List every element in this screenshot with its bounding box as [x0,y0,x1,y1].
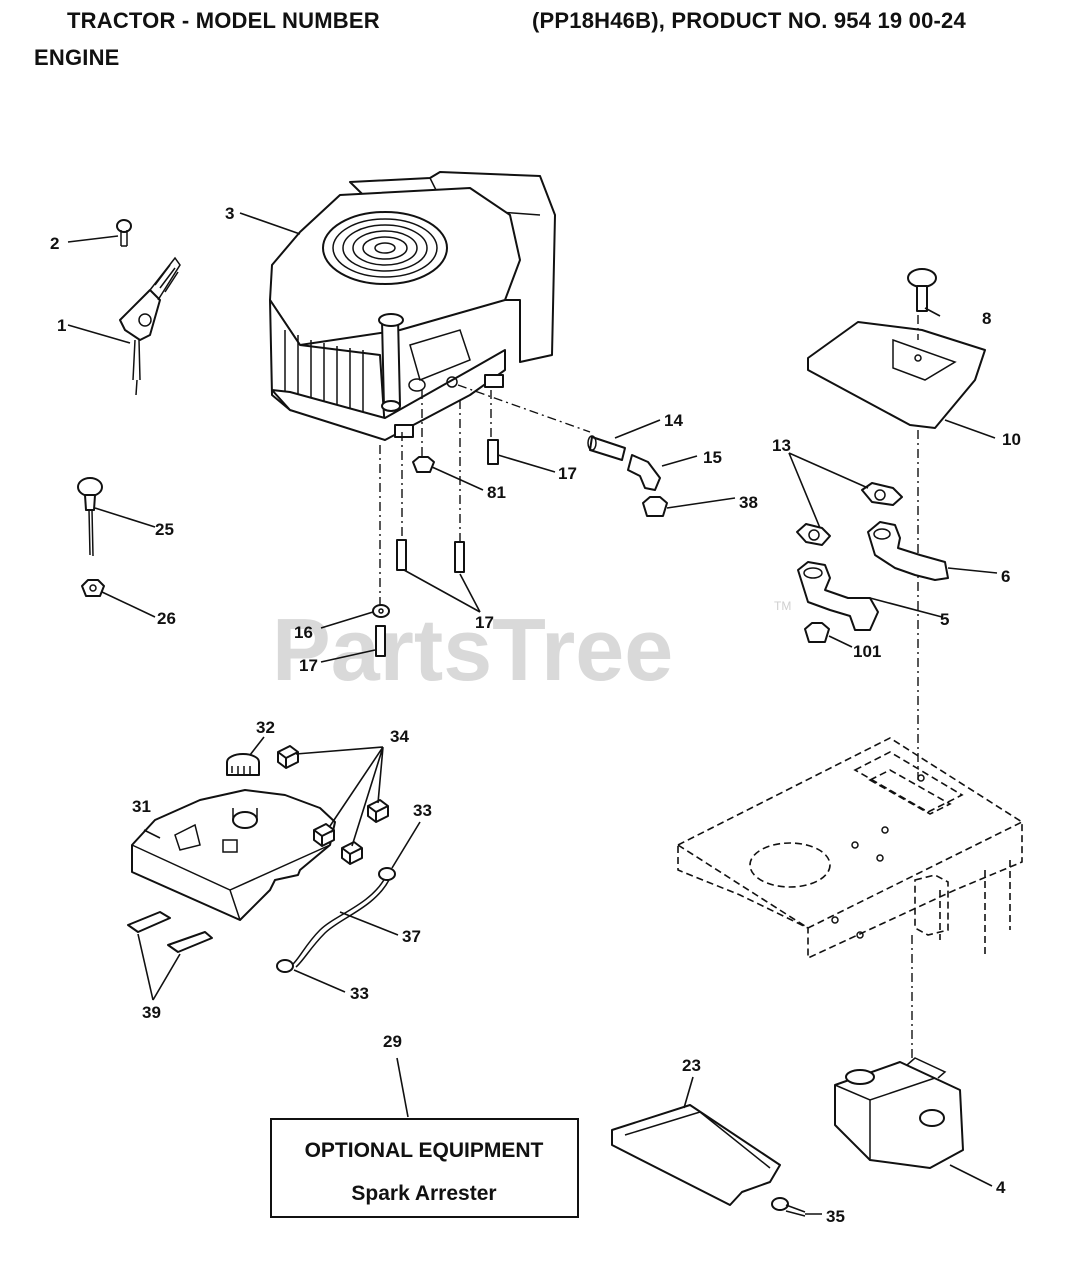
air-cleaner-cover-part-31[interactable] [131,789,336,921]
callout-23: 23 [682,1056,701,1075]
elbow-part-15[interactable] [627,454,661,491]
callout-2: 2 [50,234,59,253]
callout-33-b: 33 [350,984,369,1003]
diagram-title: TRACTOR - MODEL NUMBER [67,8,380,33]
callout-16: 16 [294,623,313,642]
callout-17-c: 17 [299,656,318,675]
callout-39: 39 [142,1003,161,1022]
dipstick-part-25[interactable] [77,477,103,557]
screw-part-35[interactable] [771,1197,806,1217]
product-number: (PP18H46B), PRODUCT NO. 954 19 00-24 [532,8,966,33]
tractor-frame [677,737,1023,960]
callout-81: 81 [487,483,506,502]
engine-part-3[interactable] [269,171,556,441]
callout-17-b: 17 [475,613,494,632]
screw-part-2[interactable] [116,219,132,247]
clamp-part-33[interactable] [276,867,396,973]
callout-3: 3 [225,204,234,223]
callout-5: 5 [940,610,949,629]
knob-part-32[interactable] [226,753,260,776]
callout-101: 101 [853,642,881,661]
bolt-part-17[interactable] [375,439,499,657]
nut-part-81[interactable] [412,456,435,473]
callout-29: 29 [383,1032,402,1051]
exhaust-pipe-part-6[interactable] [867,521,949,581]
bolt-part-8[interactable] [907,268,937,312]
hose-part-37[interactable] [291,877,390,968]
callout-33-a: 33 [413,801,432,820]
callout-15: 15 [703,448,722,467]
optional-equipment-subtitle: Spark Arrester [351,1182,496,1205]
exhaust-pipe-part-5[interactable] [797,561,879,631]
callout-25: 25 [155,520,174,539]
nut-part-101[interactable] [804,622,830,643]
callout-6: 6 [1001,567,1010,586]
callout-31: 31 [132,797,151,816]
callout-13: 13 [772,436,791,455]
section-title: ENGINE [34,45,120,70]
callout-14: 14 [664,411,683,430]
watermark-trademark: TM [774,599,791,613]
throttle-control-part-1[interactable] [119,256,181,396]
foam-part-34[interactable] [277,745,389,865]
callout-10: 10 [1002,430,1021,449]
callout-34: 34 [390,727,409,746]
callout-38: 38 [739,493,758,512]
muffler-part-4[interactable] [834,1057,964,1169]
spark-arrester-shield-part-23[interactable] [611,1104,781,1206]
callout-4: 4 [996,1178,1006,1197]
callout-26: 26 [157,609,176,628]
washer-part-16[interactable] [372,604,390,618]
nut-part-26[interactable] [81,579,105,597]
callout-35: 35 [826,1207,845,1226]
optional-equipment-box: OPTIONAL EQUIPMENT Spark Arrester [270,1118,579,1218]
callout-32: 32 [256,718,275,737]
optional-equipment-title: OPTIONAL EQUIPMENT [305,1139,544,1162]
watermark: PartsTree [272,600,673,699]
callout-1: 1 [57,316,66,335]
callout-37: 37 [402,927,421,946]
fitting-part-14[interactable] [587,435,626,461]
nut-part-38[interactable] [642,496,668,517]
heat-shield-part-10[interactable] [807,321,986,429]
gasket-part-13[interactable] [796,482,903,546]
callout-8: 8 [982,309,991,328]
callout-17-a: 17 [558,464,577,483]
pre-cleaner-part-39[interactable] [127,911,213,953]
